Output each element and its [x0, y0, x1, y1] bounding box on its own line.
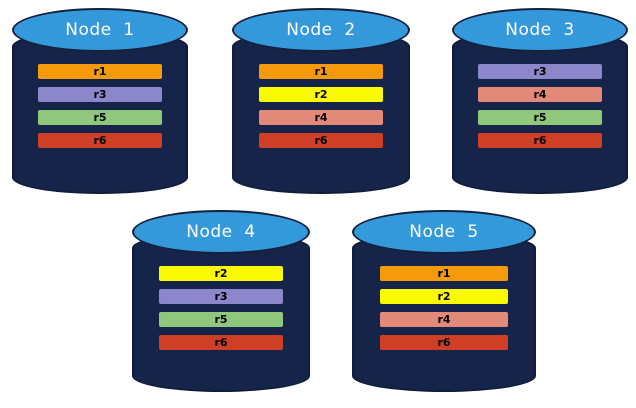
cylinder-top-ellipse: [132, 210, 310, 254]
node-4[interactable]: Node 4 r2 r3 r5 r6: [132, 210, 310, 392]
replica-bar-r6[interactable]: r6: [258, 133, 384, 148]
node-5-label: Node 5: [409, 222, 479, 242]
replica-bar-r3[interactable]: r3: [38, 87, 162, 102]
replica-bar-r1[interactable]: r1: [379, 266, 509, 281]
replica-bar-r2[interactable]: r2: [258, 87, 384, 102]
node-3[interactable]: Node 3 r3 r4 r5 r6: [452, 8, 628, 194]
node-2-label: Node 2: [286, 20, 356, 40]
replica-bar-r6[interactable]: r6: [379, 335, 509, 350]
replica-bar-r5[interactable]: r5: [158, 312, 284, 327]
replica-bar-r4[interactable]: r4: [258, 110, 384, 125]
cylinder-top-ellipse: [352, 210, 536, 254]
replica-bar-r1[interactable]: r1: [258, 64, 384, 79]
replica-bar-r4[interactable]: r4: [379, 312, 509, 327]
replica-bar-r2[interactable]: r2: [379, 289, 509, 304]
replica-bar-r3[interactable]: r3: [158, 289, 284, 304]
node-3-replica-list: r3 r4 r5 r6: [452, 64, 628, 148]
cylinder-top-ellipse: [452, 8, 628, 52]
cylinder-top-ellipse: [232, 8, 410, 52]
node-3-label: Node 3: [505, 20, 575, 40]
replica-bar-r6[interactable]: r6: [38, 133, 162, 148]
replica-bar-r5[interactable]: r5: [478, 110, 602, 125]
replica-bar-r3[interactable]: r3: [478, 64, 602, 79]
node-4-label: Node 4: [186, 222, 256, 242]
replica-bar-r5[interactable]: r5: [38, 110, 162, 125]
node-5-replica-list: r1 r2 r4 r6: [352, 266, 536, 350]
cylinder-top-ellipse: [12, 8, 188, 52]
replica-bar-r2[interactable]: r2: [158, 266, 284, 281]
replica-bar-r1[interactable]: r1: [38, 64, 162, 79]
replica-bar-r6[interactable]: r6: [158, 335, 284, 350]
node-1-label: Node 1: [65, 20, 135, 40]
replica-bar-r4[interactable]: r4: [478, 87, 602, 102]
node-2-replica-list: r1 r2 r4 r6: [232, 64, 410, 148]
node-1[interactable]: Node 1 r1 r3 r5 r6: [12, 8, 188, 194]
node-1-replica-list: r1 r3 r5 r6: [12, 64, 188, 148]
node-2[interactable]: Node 2 r1 r2 r4 r6: [232, 8, 410, 194]
node-5[interactable]: Node 5 r1 r2 r4 r6: [352, 210, 536, 392]
replica-bar-r6[interactable]: r6: [478, 133, 602, 148]
node-4-replica-list: r2 r3 r5 r6: [132, 266, 310, 350]
